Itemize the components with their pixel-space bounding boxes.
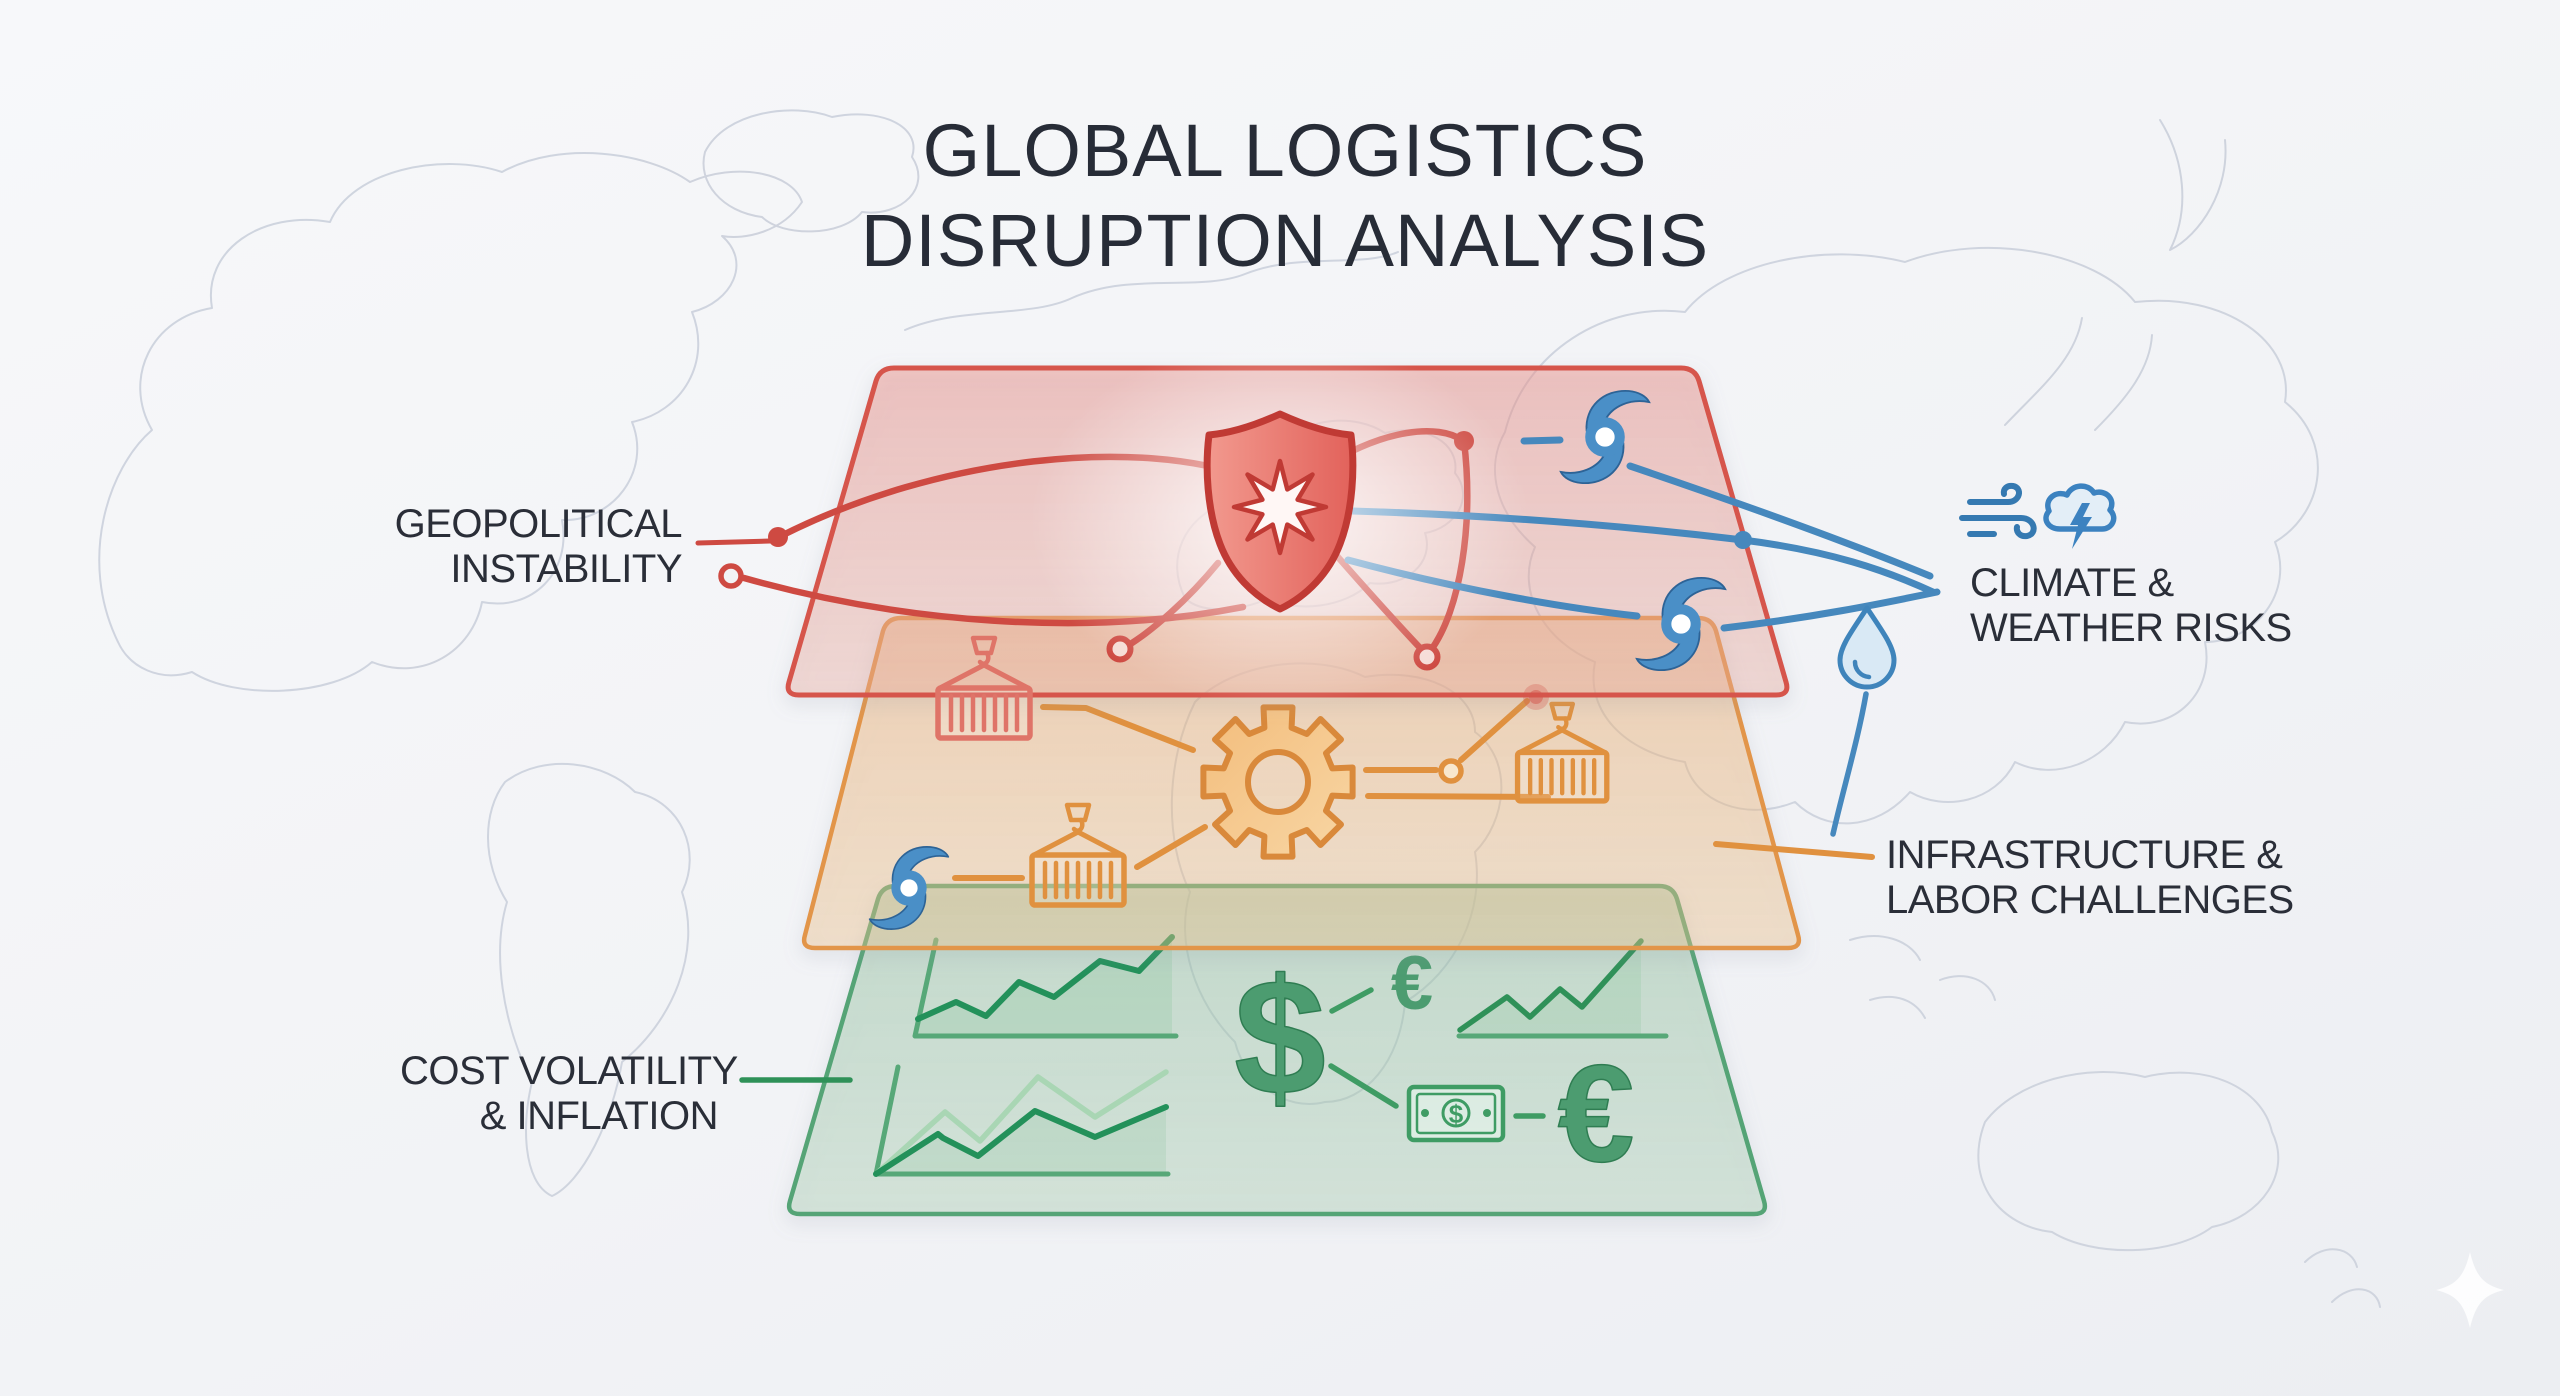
line-chart-icon-2	[873, 1064, 1171, 1177]
sparkle-icon	[2436, 1252, 2504, 1328]
label-geopolitical-instability: GEOPOLITICAL INSTABILITY	[394, 502, 683, 591]
infrastructure-layer-content	[870, 698, 1875, 929]
storm-cloud-icon	[2043, 483, 2117, 549]
dollar-sign: $	[1234, 945, 1326, 1129]
shield-burst-icon	[1203, 410, 1357, 613]
route-node	[1438, 758, 1464, 784]
line-chart-icon-3	[1456, 938, 1669, 1039]
euro-sign-large: €	[1558, 1037, 1635, 1191]
cost-layer-content: $ € € $	[739, 934, 1669, 1192]
line-chart-icon-1	[912, 934, 1179, 1039]
svg-text:$: $	[1449, 1099, 1464, 1129]
wind-icon	[1959, 482, 2037, 540]
starburst	[1231, 458, 1329, 556]
gear-icon	[1200, 704, 1356, 860]
water-droplet-icon	[1837, 605, 1897, 690]
euro-sign-small: €	[1391, 941, 1433, 1026]
label-climate-weather-risks: CLIMATE & WEATHER RISKS	[1970, 561, 2292, 650]
page-title-line2: DISRUPTION ANALYSIS	[860, 199, 1710, 282]
page-title-line1: GLOBAL LOGISTICS	[922, 109, 1648, 192]
label-infrastructure-labor-challenges: INFRASTRUCTURE & LABOR CHALLENGES	[1886, 833, 2294, 922]
dollar-bill-icon: $	[1406, 1084, 1506, 1143]
label-cost-volatility-inflation: COST VOLATILITY & INFLATION	[400, 1049, 738, 1138]
currency-connectors	[1328, 987, 1546, 1119]
page-title: GLOBAL LOGISTICS DISRUPTION ANALYSIS	[780, 106, 1790, 286]
